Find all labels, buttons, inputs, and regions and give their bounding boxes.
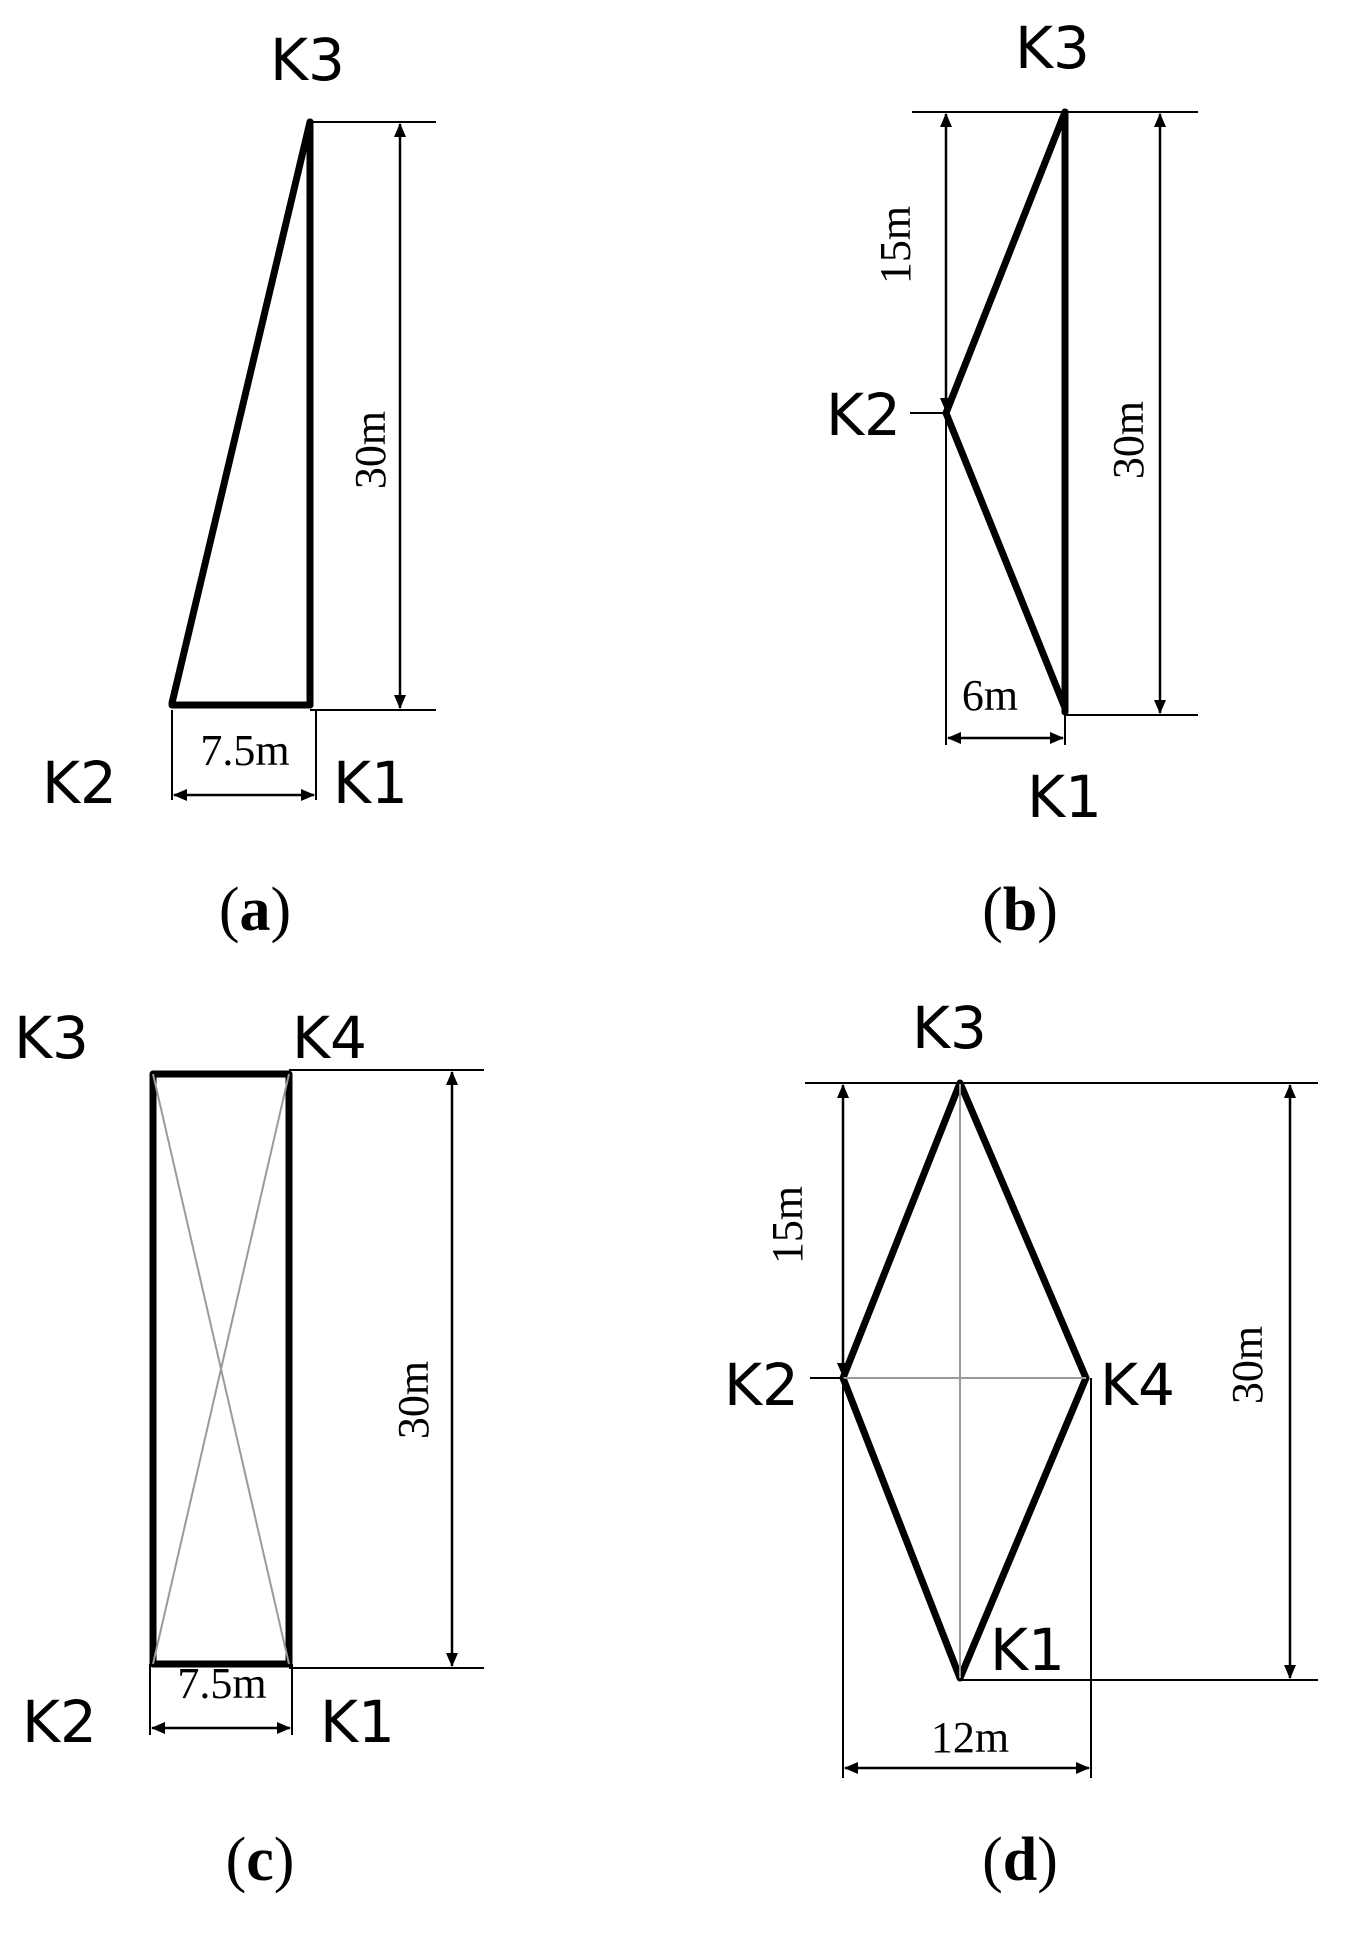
panel-b: K3 K2 K1 30m 15m 6m (b) <box>826 14 1198 944</box>
panel-c-node-k4: K4 <box>292 1004 367 1072</box>
panel-d-node-k1: K1 <box>990 1616 1065 1684</box>
panel-d-node-k2: K2 <box>724 1351 799 1419</box>
panel-a-dimensions <box>171 121 436 801</box>
panel-c-truss <box>149 1070 293 1668</box>
panel-d-width-label: 12m <box>931 1713 1009 1762</box>
panel-b-node-k1: K1 <box>1027 763 1102 831</box>
panel-d-caption: (d) <box>982 1826 1058 1894</box>
panel-d-half-height-label: 15m <box>763 1186 812 1264</box>
panel-b-caption: (b) <box>982 876 1058 944</box>
panel-d-dimensions <box>805 1082 1318 1778</box>
panel-c-caption: (c) <box>226 1826 295 1894</box>
panel-a-node-k2: K2 <box>42 749 117 817</box>
panel-c-node-k1: K1 <box>320 1688 395 1756</box>
panel-b-dimensions <box>910 111 1198 745</box>
panel-d: K3 K2 K4 K1 30m 15m 12m (d) <box>724 994 1318 1894</box>
panel-c-dimensions <box>149 1069 484 1735</box>
panel-b-member-k2-k1 <box>942 409 1069 712</box>
panel-d-height-label: 30m <box>1223 1326 1272 1404</box>
panel-b-half-height-label: 15m <box>871 206 920 284</box>
panel-b-height-label: 30m <box>1104 401 1153 479</box>
panel-a: K3 K2 K1 30m 7.5m (a) <box>42 26 436 944</box>
panel-d-truss <box>839 1079 1090 1682</box>
panel-a-caption: (a) <box>219 876 291 944</box>
panel-d-node-k3: K3 <box>912 994 987 1062</box>
panel-c-node-k3: K3 <box>14 1004 89 1072</box>
panel-c-frame <box>149 1070 293 1668</box>
panel-c-node-k2: K2 <box>22 1688 97 1756</box>
panel-a-node-k1: K1 <box>333 749 408 817</box>
panel-b-width-label: 6m <box>962 671 1018 720</box>
panel-b-truss <box>942 108 1069 716</box>
panel-c-height-label: 30m <box>389 1361 438 1439</box>
panel-b-member-k3-k2 <box>942 108 1069 417</box>
panel-d-node-k4: K4 <box>1100 1351 1175 1419</box>
panel-b-node-k3: K3 <box>1015 14 1090 82</box>
panel-a-height-label: 30m <box>346 411 395 489</box>
panel-b-node-k2: K2 <box>826 381 901 449</box>
panel-a-truss <box>168 118 314 709</box>
panel-a-width-label: 7.5m <box>200 726 289 775</box>
panel-c: K3 K4 K2 K1 30m 7.5m (c) <box>14 1004 484 1894</box>
panel-a-node-k3: K3 <box>270 26 345 94</box>
panel-a-member-k2-k3 <box>168 118 314 707</box>
panel-c-width-label: 7.5m <box>177 1659 266 1708</box>
panel-c-diagonal-k4-k2 <box>152 1073 290 1665</box>
panel-d-rhombus <box>839 1079 1090 1682</box>
